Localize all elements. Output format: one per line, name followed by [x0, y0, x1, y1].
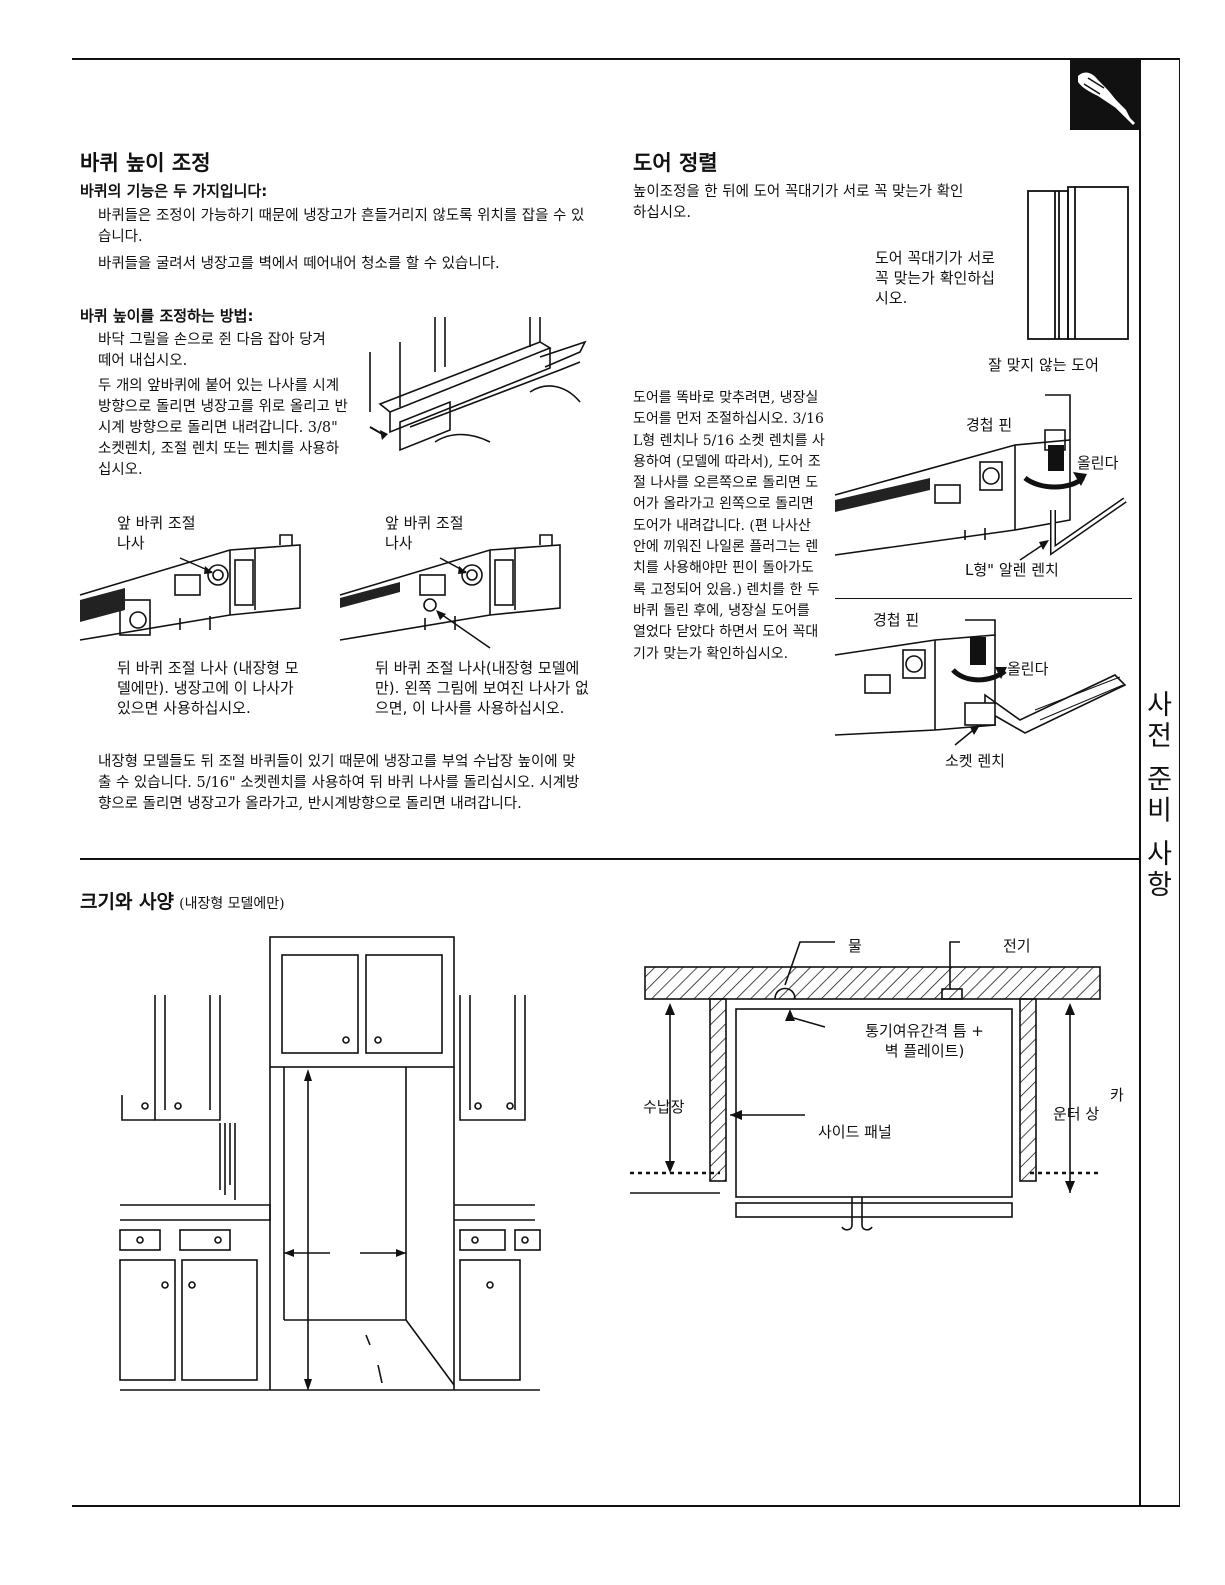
clearance-label: 통기여유간격 틈 + 벽 플레이트) — [865, 1022, 984, 1060]
water-label: 물 — [848, 937, 862, 955]
side-tab-border — [1139, 58, 1141, 1506]
check-tops-label: 도어 꼭대기가 서로 꼭 맞는가 확인하십시오. — [875, 249, 995, 307]
countertop-label-b: 운터 상 — [1053, 1105, 1100, 1123]
builtin-note: 내장형 모델들도 뒤 조절 바퀴들이 있기 때문에 냉장고를 부엌 수납장 높이… — [98, 754, 580, 812]
hinge-socket-illustration — [834, 619, 1127, 746]
misaligned-door-label: 잘 맞지 않는 도어 — [988, 356, 1099, 374]
hinge-allen-illustration — [834, 394, 1127, 561]
socket-wrench-label: 소켓 렌치 — [945, 752, 1005, 770]
door-body: 도어를 똑바로 맞추려면, 냉장실 도어를 먼저 조절하십시오. 3/16 L형… — [633, 390, 825, 662]
caster-title: 바퀴 높이 조정 — [80, 151, 211, 175]
caster-howto-heading: 바퀴 높이를 조정하는 방법: — [80, 307, 254, 325]
allen-wrench-label: L형" 알렌 렌치 — [965, 561, 1059, 579]
top-rule — [72, 58, 1180, 60]
dims-title: 크기와 사양 — [80, 891, 175, 913]
side-tab-label: 사전 준비 사항 — [1141, 690, 1172, 902]
door-divider — [835, 598, 1132, 599]
caster-illustration-right — [339, 534, 561, 649]
caster-howto-p1: 바닥 그릴을 손으로 쥔 다음 잡아 당겨 떼어 내십시오. — [98, 332, 326, 369]
front-screw-label-right: 앞 바퀴 조절 나사 — [385, 514, 464, 552]
cabinet-label: 수납장 — [643, 1098, 685, 1116]
raise-label-1: 올린다 — [1077, 454, 1119, 472]
rear-screw-label-right: 뒤 바퀴 조절 나사(내장형 모델에만). 왼쪽 그림에 보여진 나사가 없으면… — [375, 659, 589, 717]
door-intro: 높이조정을 한 뒤에 도어 꼭대기가 서로 꼭 맞는가 확인하십시오. — [633, 184, 964, 221]
bottom-rule — [72, 1505, 1180, 1507]
front-screw-label-left: 앞 바퀴 조절 나사 — [117, 514, 196, 552]
caster-howto-p2: 두 개의 앞바퀴에 붙어 있는 나사를 시계방향으로 돌리면 냉장고를 위로 올… — [98, 378, 348, 478]
side-tab-right-border — [1179, 58, 1180, 1506]
dims-subtitle: (내장형 모델에만) — [179, 896, 285, 912]
caster-illustration-left — [79, 534, 301, 641]
section-divider — [80, 858, 1140, 860]
countertop-label-a: 카 — [1110, 1086, 1124, 1104]
hinge-pin-label-1: 경첩 핀 — [966, 416, 1013, 434]
grille-removal-illustration — [369, 317, 587, 452]
caster-functions-heading: 바퀴의 기능은 두 가지입니다: — [80, 182, 268, 200]
rear-screw-label-left: 뒤 바퀴 조절 나사 (내장형 모델에만). 냉장고에 이 나사가 있으면 사용… — [117, 659, 299, 717]
caster-functions-p2: 바퀴들을 굴려서 냉장고를 벽에서 떼어내어 청소를 할 수 있습니다. — [98, 256, 500, 272]
misaligned-door-illustration — [1027, 186, 1129, 340]
hinge-pin-label-2: 경첩 핀 — [873, 611, 920, 629]
side-panel-label: 사이드 패널 — [818, 1123, 892, 1141]
plan-view-drawing — [630, 941, 1101, 1231]
door-title: 도어 정렬 — [633, 151, 718, 175]
electric-label: 전기 — [1003, 937, 1031, 955]
dims-title-row: 크기와 사양 (내장형 모델에만) — [80, 887, 285, 914]
raise-label-2: 올린다 — [1007, 660, 1049, 678]
caster-functions-p1: 바퀴들은 조정이 가능하기 때문에 냉장고가 흔들거리지 않도록 위치를 잡을 … — [98, 208, 585, 245]
kitchen-installation-drawing — [119, 936, 541, 1391]
wrench-hand-icon — [1070, 58, 1140, 130]
